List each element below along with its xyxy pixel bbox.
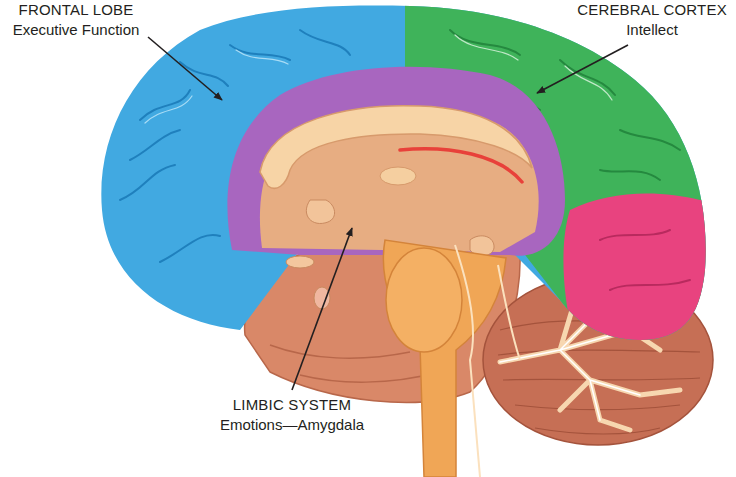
limbic-region — [314, 287, 330, 309]
limbic-region — [306, 200, 334, 223]
gyri-lines — [600, 230, 690, 290]
limbic-region — [286, 256, 314, 268]
temporal-base — [270, 345, 410, 358]
brainstem — [383, 240, 506, 477]
cerebrum — [101, 0, 736, 477]
limbic-region — [227, 67, 565, 256]
function-label: Executive Function — [13, 21, 140, 39]
brainstem — [386, 248, 462, 352]
region-label: FRONTAL LOBE — [19, 1, 134, 19]
brainstem — [455, 245, 480, 477]
parietal-region — [563, 193, 736, 360]
function-label: Intellect — [626, 21, 678, 39]
leader-line — [292, 228, 352, 390]
brainstem — [498, 265, 520, 360]
region-label: LIMBIC SYSTEM — [233, 396, 351, 414]
leader-line — [537, 45, 628, 93]
limbic-region — [400, 149, 522, 182]
region-label: CEREBRAL CORTEX — [577, 1, 727, 19]
limbic-region — [380, 167, 416, 185]
function-label: Emotions—Amygdala — [220, 416, 364, 434]
leader-line — [148, 37, 222, 100]
limbic-region — [260, 107, 539, 252]
brainstem — [383, 240, 520, 477]
temporal-base — [300, 372, 440, 382]
limbic-region — [260, 106, 532, 189]
leader-lines — [148, 37, 628, 390]
